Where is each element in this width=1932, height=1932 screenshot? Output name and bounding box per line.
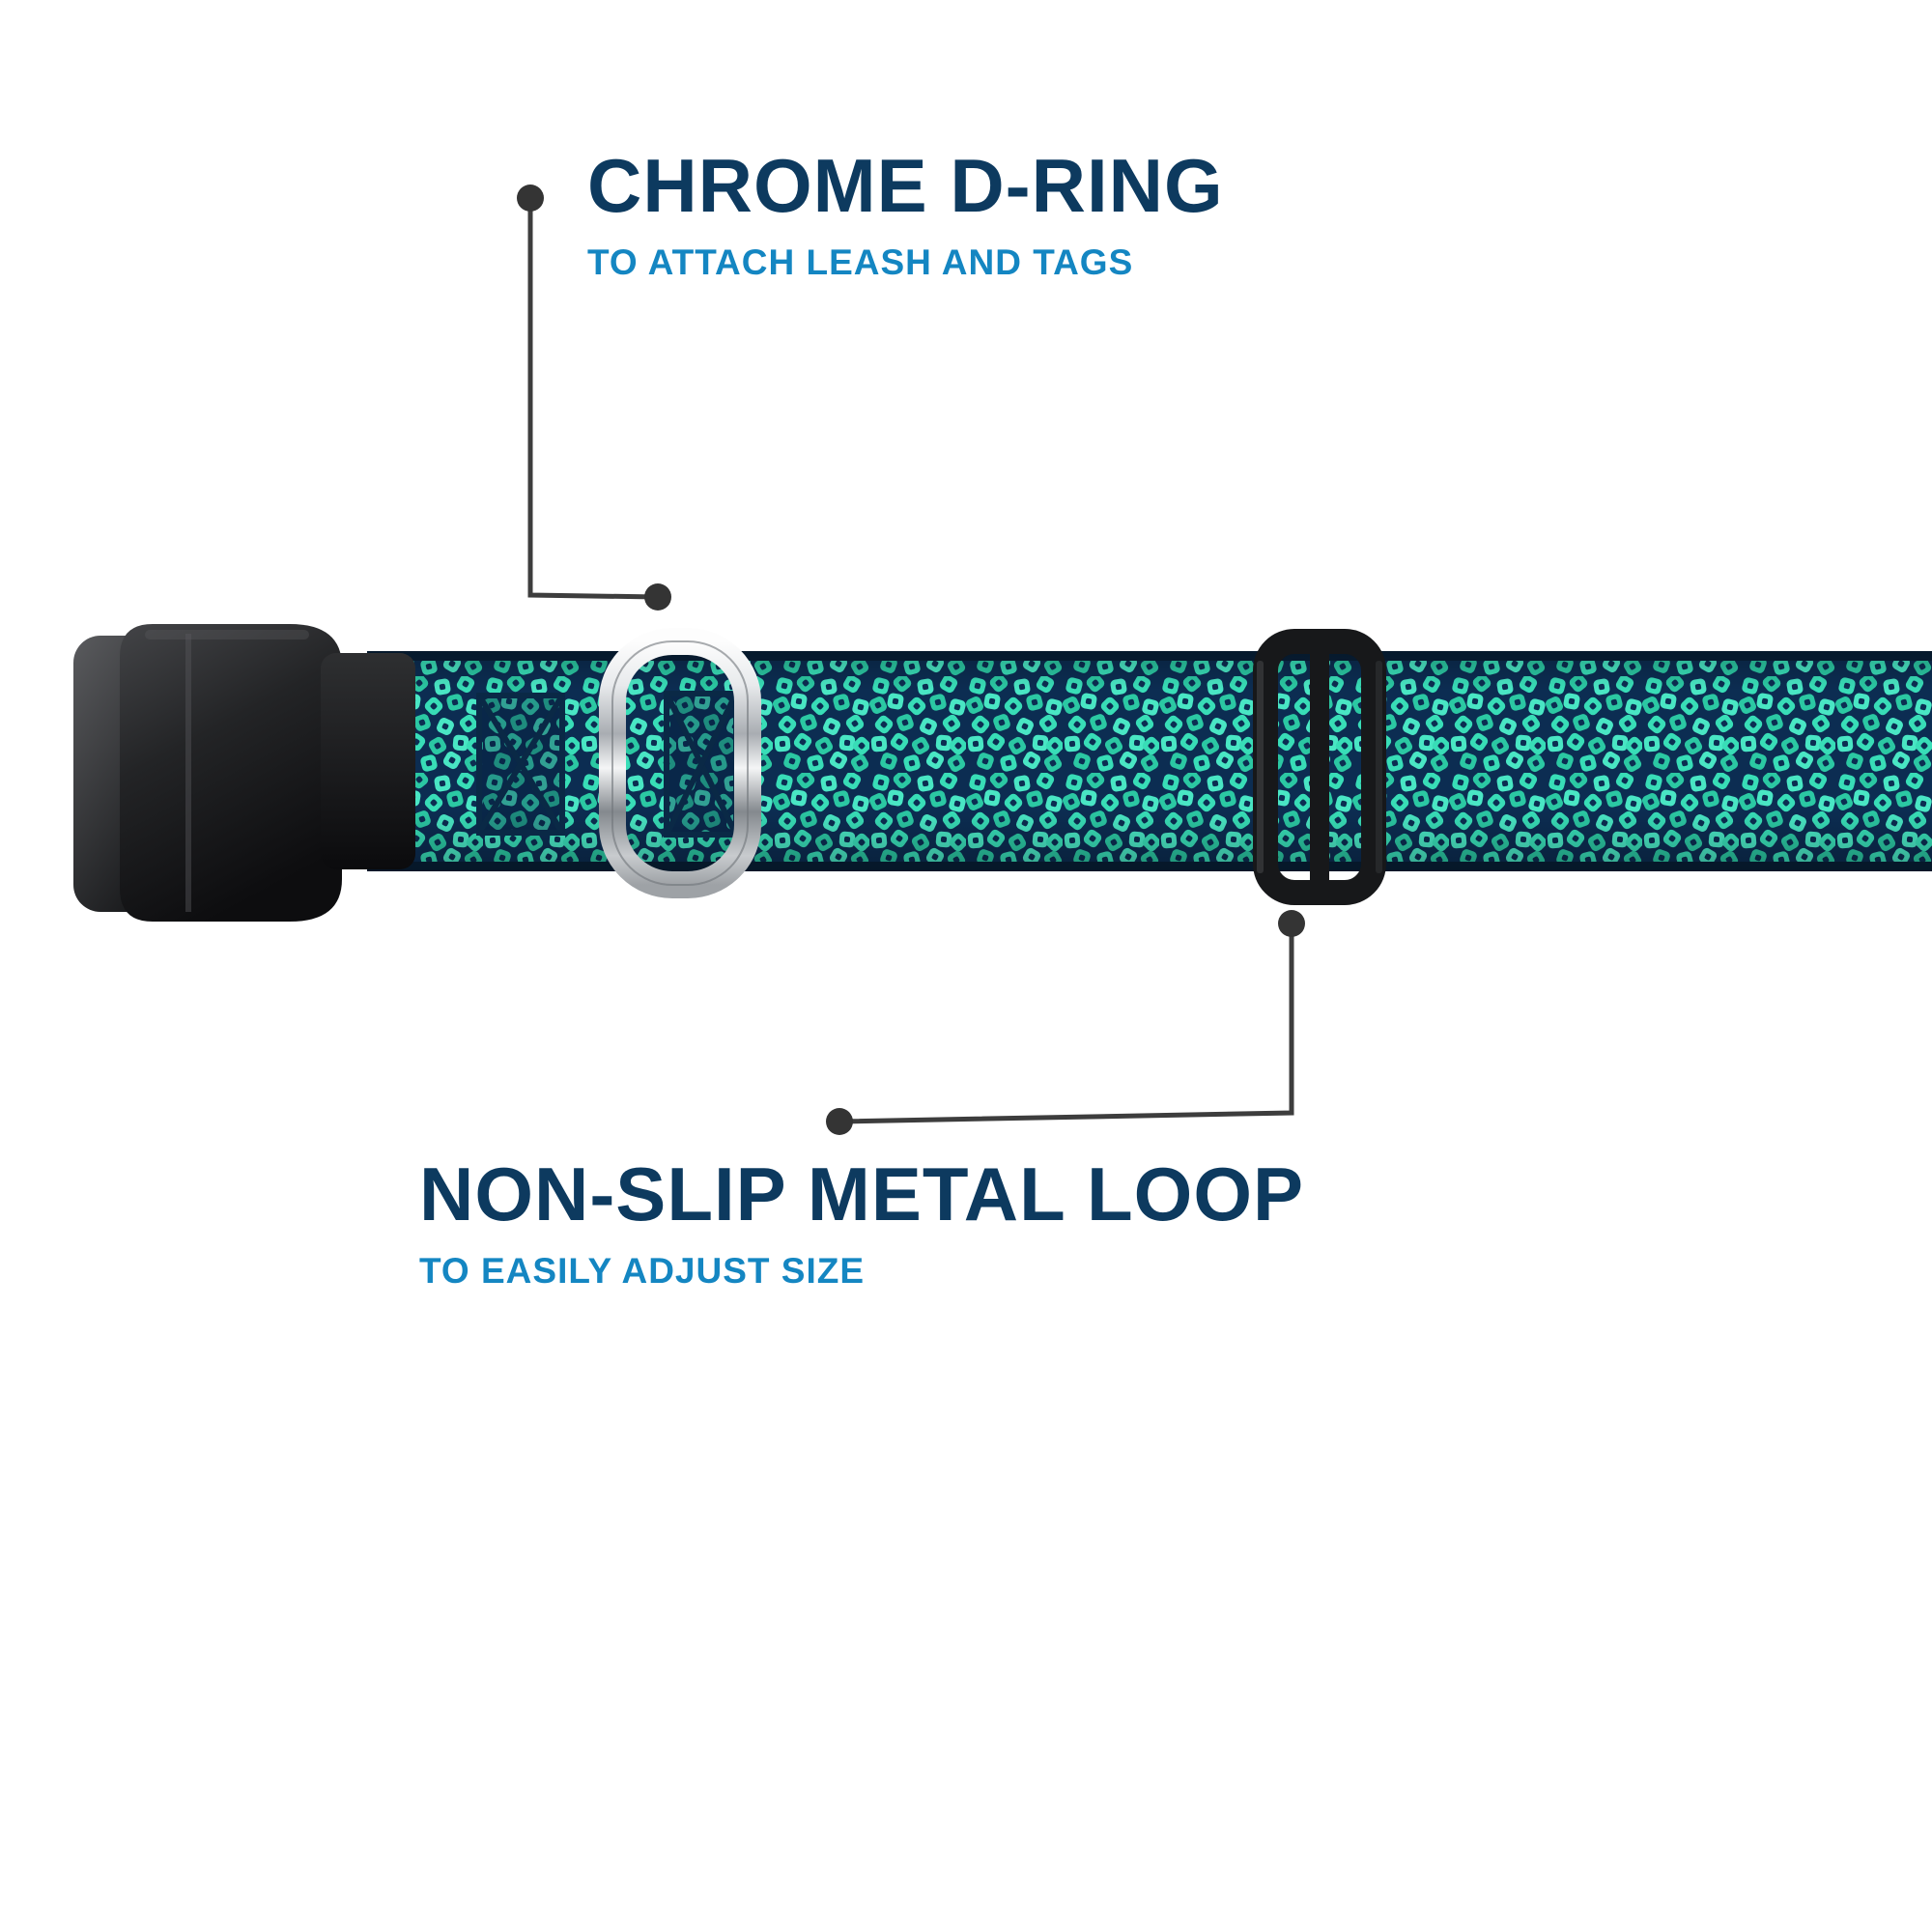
callout-subtitle-loop: TO EASILY ADJUST SIZE: [419, 1250, 866, 1291]
slider-loop: [1253, 629, 1386, 905]
stitch-box-right: [664, 691, 739, 838]
callout-chrome-d-ring: CHROME D-RING TO ATTACH LEASH AND TAGS: [587, 143, 1224, 283]
callout-non-slip-metal-loop: NON-SLIP METAL LOOP TO EASILY ADJUST SIZ…: [419, 1151, 1305, 1292]
callout-dot-loop-text: [826, 1108, 853, 1135]
callout-line-loop: [826, 910, 1305, 1135]
callout-dot-loop-part: [1278, 910, 1305, 937]
callout-subtitle-d-ring: TO ATTACH LEASH AND TAGS: [587, 242, 1134, 282]
callout-line-d-ring: [517, 185, 671, 611]
callout-title-d-ring: CHROME D-RING: [587, 143, 1224, 228]
callout-dot-d-ring-text: [517, 185, 544, 212]
collar-strap: [367, 651, 1932, 871]
callout-title-loop: NON-SLIP METAL LOOP: [419, 1151, 1305, 1236]
d-ring: [599, 628, 761, 898]
buckle: [73, 624, 415, 922]
stitch-box-left: [476, 693, 565, 836]
callout-dot-d-ring-part: [644, 583, 671, 611]
